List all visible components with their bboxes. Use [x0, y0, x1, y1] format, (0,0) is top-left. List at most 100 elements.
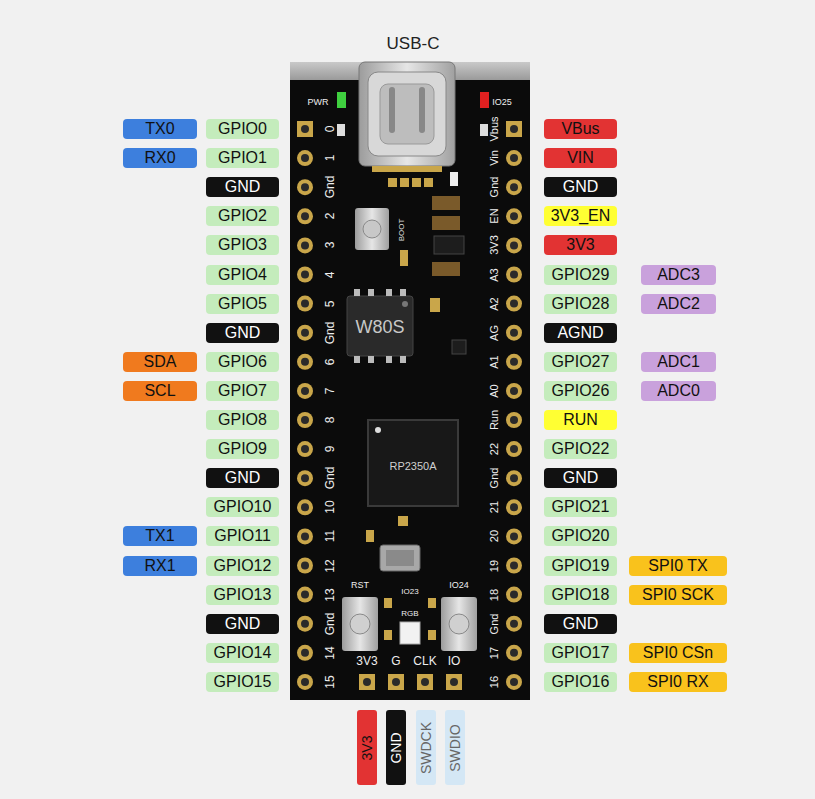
pad-hole — [301, 591, 309, 599]
silkscreen-text: 0 — [324, 126, 336, 133]
pad — [506, 179, 522, 195]
pad — [297, 587, 313, 603]
pin-label: SWDIO — [445, 710, 465, 785]
pin-label: GND — [206, 468, 279, 488]
pad — [297, 441, 313, 457]
pin-name: SPI0 TX — [648, 556, 707, 576]
pin-label: GPIO3 — [206, 235, 279, 255]
silkscreen-text: 20 — [489, 530, 500, 542]
usb-tongue — [380, 84, 434, 144]
silkscreen-text: CLK — [413, 655, 436, 667]
pin-label: GPIO12 — [206, 556, 279, 576]
pin-name: GPIO12 — [214, 556, 272, 576]
pin-label: TX1 — [123, 526, 197, 546]
pin-name: SCL — [144, 381, 175, 401]
silkscreen-text: G — [391, 655, 400, 667]
pad-hole — [510, 474, 518, 482]
pad-hole — [510, 503, 518, 511]
pin-label: SDA — [123, 352, 197, 372]
silkscreen-text: 2 — [324, 213, 336, 220]
silkscreen-text: Gnd — [489, 468, 500, 489]
rgb-led — [400, 622, 420, 644]
silkscreen-text: RGB — [401, 610, 418, 618]
pad — [417, 674, 433, 690]
smd — [384, 630, 392, 640]
pin1-dot — [375, 427, 381, 433]
board-part — [388, 178, 397, 187]
pin-name: GPIO9 — [218, 439, 267, 459]
regulator — [434, 236, 464, 254]
pad-hole — [301, 649, 309, 657]
pad — [297, 528, 313, 544]
pin-label: GND — [544, 177, 617, 197]
silkscreen-text: IO — [448, 655, 461, 667]
usb-pins — [372, 166, 442, 172]
pin-label: GPIO10 — [206, 497, 279, 517]
pin-label: GPIO11 — [206, 526, 279, 546]
pin-name: GPIO19 — [552, 556, 610, 576]
board-part — [412, 178, 421, 187]
pin-name: GPIO28 — [552, 294, 610, 314]
pin1-dot — [402, 301, 408, 307]
pin-name: GPIO6 — [218, 352, 267, 372]
pad — [297, 645, 313, 661]
silkscreen-text: RST — [351, 581, 369, 590]
pin-label: 3V3_EN — [544, 206, 617, 226]
pin-name: GPIO7 — [218, 381, 267, 401]
pin-name: GND — [225, 323, 261, 343]
silkscreen-text: 18 — [489, 588, 500, 600]
pin-label: GPIO13 — [206, 585, 279, 605]
pin-name: SPI0 RX — [647, 672, 708, 692]
pad-hole — [392, 678, 400, 686]
pin-label: GPIO18 — [544, 585, 617, 605]
pin-label: SCL — [123, 381, 197, 401]
pin-name: GPIO8 — [218, 410, 267, 430]
silkscreen-text: A3 — [489, 268, 500, 281]
pad — [297, 237, 313, 253]
pin-label: GPIO5 — [206, 294, 279, 314]
pin-name: SWDCK — [418, 721, 434, 773]
pad-hole — [301, 212, 309, 220]
silkscreen-text: Gnd — [324, 612, 336, 635]
pad — [506, 383, 522, 399]
board-part — [354, 289, 360, 296]
smd — [400, 250, 408, 266]
pad-hole — [301, 503, 309, 511]
pin-label: ADC1 — [641, 352, 716, 372]
pin-name: ADC0 — [657, 381, 700, 401]
silkscreen-text: IO25 — [492, 98, 512, 107]
silkscreen-text: A0 — [489, 384, 500, 397]
pin-label: GPIO4 — [206, 265, 279, 285]
pin-name: VIN — [567, 148, 594, 168]
pad — [506, 441, 522, 457]
silkscreen-text: RP2350A — [389, 461, 436, 472]
pin-name: TX0 — [145, 119, 174, 139]
pad — [297, 179, 313, 195]
pad — [297, 296, 313, 312]
silkscreen-text: 8 — [324, 417, 336, 424]
pin-name: 3V3 — [359, 735, 375, 760]
silkscreen-text: 15 — [324, 675, 336, 688]
pad-hole — [510, 329, 518, 337]
pin-label: GPIO2 — [206, 206, 279, 226]
silkscreen-text: 13 — [324, 588, 336, 601]
silkscreen-text: BOOT — [398, 219, 406, 242]
pad-hole — [450, 678, 458, 686]
pad — [506, 645, 522, 661]
smd — [450, 172, 458, 186]
pad — [506, 616, 522, 632]
pin-name: GND — [225, 468, 261, 488]
silkscreen-text: 1 — [324, 155, 336, 162]
io24-button — [441, 597, 477, 651]
header-pads — [297, 121, 522, 690]
pin-name: GPIO16 — [552, 672, 610, 692]
pin-name: GND — [225, 177, 261, 197]
capacitor — [432, 196, 460, 210]
silkscreen-text: AG — [489, 325, 500, 341]
smd — [398, 516, 408, 526]
smd — [428, 630, 436, 640]
pin-label: GPIO28 — [544, 294, 617, 314]
pad-hole — [510, 591, 518, 599]
pin-label: GPIO9 — [206, 439, 279, 459]
